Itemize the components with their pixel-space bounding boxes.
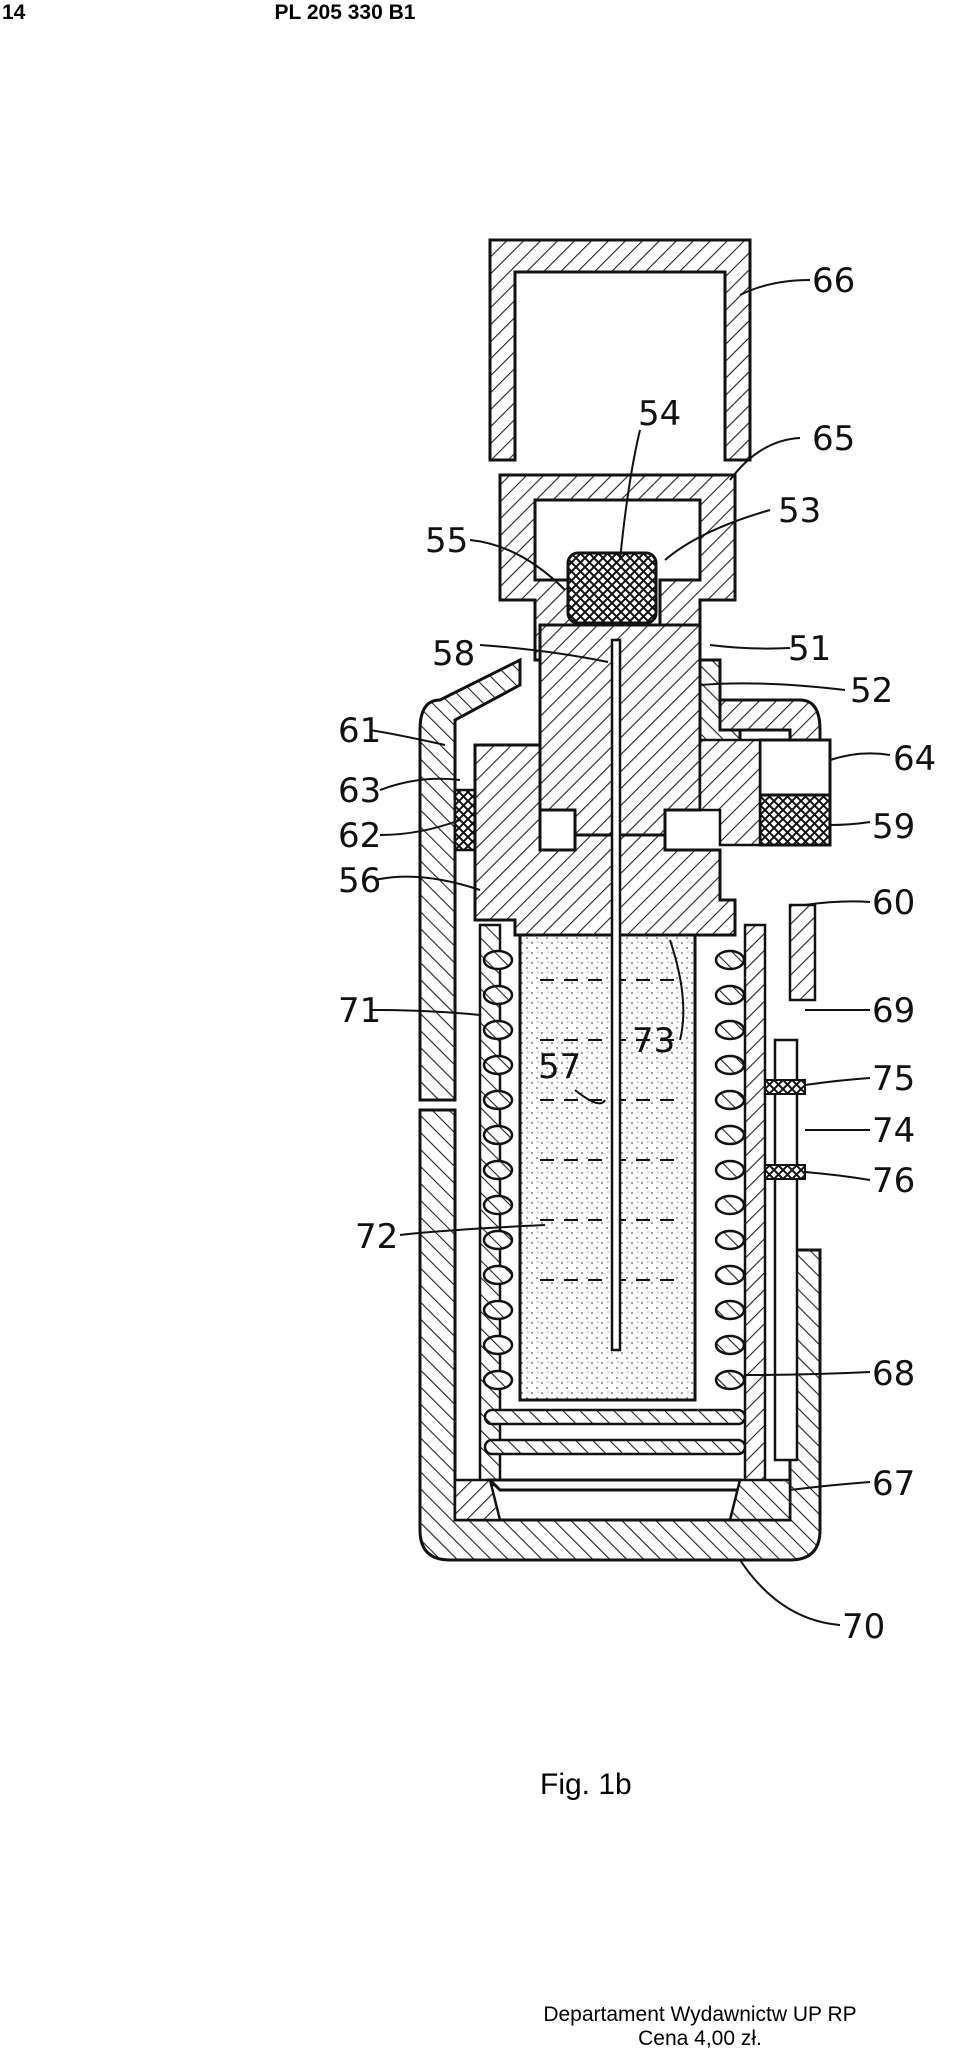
leader-lines	[369, 279, 891, 1626]
ref-63: 63	[338, 771, 381, 811]
cap-part	[488, 238, 752, 462]
patent-id: PL 205 330 B1	[274, 1, 416, 24]
upper-neck-part	[498, 473, 737, 662]
ref-53: 53	[778, 491, 821, 531]
seal-part	[566, 551, 658, 625]
ref-59: 59	[872, 807, 915, 847]
ref-72: 72	[355, 1217, 398, 1257]
reference-numerals: 66 54 65 53 55 51 58 52 61 64 63 59 62 5…	[338, 261, 936, 1647]
ref-60: 60	[872, 883, 915, 923]
ref-61: 61	[338, 711, 381, 751]
ref-67: 67	[872, 1464, 915, 1504]
ref-75: 75	[872, 1059, 915, 1099]
base-plate-part	[486, 1478, 742, 1492]
ref-65: 65	[812, 419, 855, 459]
ref-57: 57	[538, 1047, 581, 1087]
ref-55: 55	[425, 521, 468, 561]
ref-56: 56	[338, 861, 381, 901]
ref-68: 68	[872, 1354, 915, 1394]
ref-69: 69	[872, 991, 915, 1031]
ref-51: 51	[788, 629, 831, 669]
page-number: 14	[2, 1, 26, 24]
ref-52: 52	[850, 671, 893, 711]
ref-74: 74	[872, 1111, 915, 1151]
ref-64: 64	[893, 739, 936, 779]
cartridge-part	[518, 933, 697, 1402]
outer-housing-part	[418, 657, 822, 1562]
piston-part	[473, 743, 737, 992]
ref-70: 70	[842, 1607, 885, 1647]
ref-58: 58	[432, 634, 475, 674]
needle-part	[610, 638, 622, 1352]
center-body-part	[538, 623, 742, 852]
rod-part	[764, 1038, 806, 1462]
ref-66: 66	[812, 261, 855, 301]
ref-71: 71	[338, 991, 381, 1031]
figure-caption: Fig. 1b	[540, 1768, 632, 1801]
block-part	[698, 738, 832, 847]
ref-73: 73	[632, 1021, 675, 1061]
footer-publisher: Departament Wydawnictw UP RP	[543, 2003, 857, 2026]
spring-part	[482, 949, 747, 1456]
footer-price: Cena 4,00 zł.	[638, 2027, 762, 2050]
ref-76: 76	[872, 1161, 915, 1201]
ref-54: 54	[638, 394, 681, 434]
ref-62: 62	[338, 816, 381, 856]
